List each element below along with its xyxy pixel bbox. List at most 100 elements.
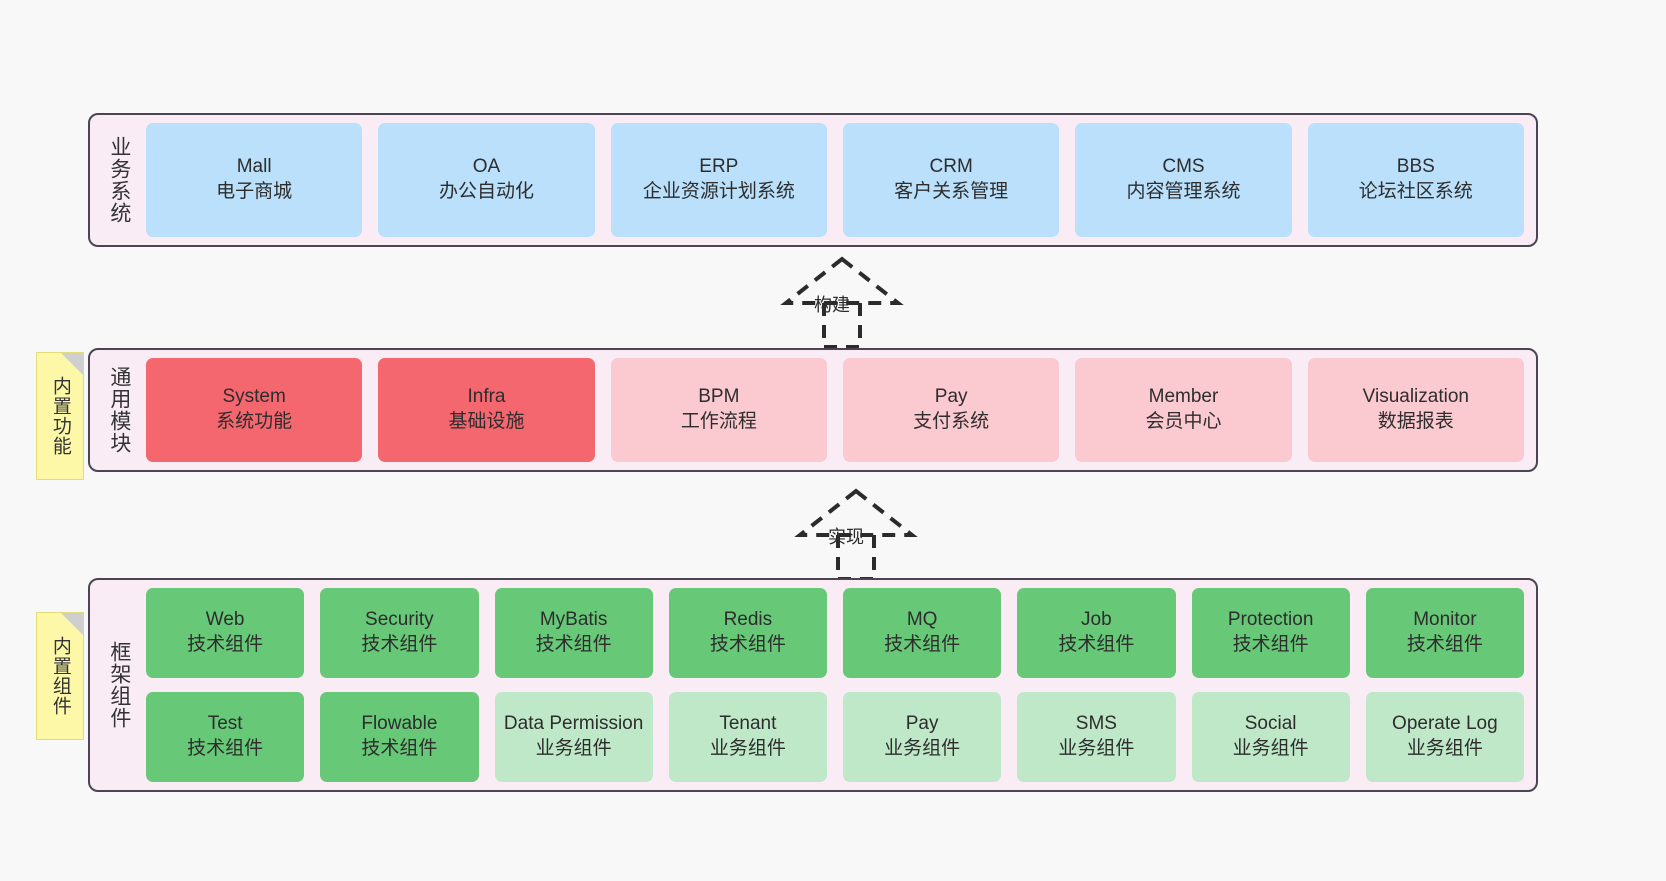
cell-row: Mall 电子商城 OA 办公自动化 ERP 企业资源计划系统 CRM 客户关系…: [146, 123, 1524, 237]
component-subtitle: 技术组件: [535, 634, 612, 655]
component-subtitle: 业务组件: [709, 738, 786, 759]
sticky-note-builtin-components: 内置组件: [36, 612, 84, 740]
component-card-test[interactable]: Test 技术组件: [146, 692, 305, 782]
module-subtitle: 会员中心: [1145, 411, 1222, 432]
module-subtitle: 内容管理系统: [1126, 181, 1241, 202]
layer-common-cells: System 系统功能 Infra 基础设施 BPM 工作流程 Pay 支付系统…: [146, 358, 1524, 462]
generalization-arrow-icon: [780, 256, 904, 349]
layer-title-business: 业务系统: [107, 136, 131, 224]
module-title: BPM: [698, 386, 740, 408]
module-title: Infra: [467, 386, 506, 408]
component-card-pay[interactable]: Pay 业务组件: [843, 692, 1002, 782]
component-title: Test: [207, 713, 243, 735]
module-card-crm[interactable]: CRM 客户关系管理: [842, 123, 1060, 237]
connector-build: 构建: [752, 255, 932, 349]
module-title: ERP: [699, 156, 739, 178]
module-card-pay[interactable]: Pay 支付系统: [842, 358, 1060, 462]
module-title: System: [222, 386, 286, 408]
module-card-member[interactable]: Member 会员中心: [1075, 358, 1292, 462]
component-card-job[interactable]: Job 技术组件: [1017, 588, 1176, 678]
component-card-mq[interactable]: MQ 技术组件: [843, 588, 1002, 678]
module-subtitle: 系统功能: [216, 411, 293, 432]
module-subtitle: 数据报表: [1377, 411, 1454, 432]
sticky-note-label: 内置组件: [49, 636, 71, 716]
component-subtitle: 业务组件: [535, 738, 612, 759]
module-card-bbs[interactable]: BBS 论坛社区系统: [1307, 123, 1524, 237]
component-subtitle: 业务组件: [1232, 738, 1309, 759]
module-title: BBS: [1396, 156, 1435, 178]
module-title: CRM: [929, 156, 973, 178]
component-title: Monitor: [1413, 609, 1477, 631]
component-title: Social: [1244, 713, 1297, 735]
layer-title-common: 通用模块: [107, 366, 131, 454]
component-title: Protection: [1227, 609, 1314, 631]
component-title: Pay: [905, 713, 939, 735]
component-subtitle: 技术组件: [187, 738, 264, 759]
component-subtitle: 业务组件: [1058, 738, 1135, 759]
module-title: Pay: [934, 386, 968, 408]
layer-business-cells: Mall 电子商城 OA 办公自动化 ERP 企业资源计划系统 CRM 客户关系…: [146, 123, 1524, 237]
module-subtitle: 支付系统: [913, 411, 990, 432]
module-card-visualization[interactable]: Visualization 数据报表: [1307, 358, 1524, 462]
component-title: MyBatis: [539, 609, 608, 631]
module-subtitle: 论坛社区系统: [1358, 181, 1473, 202]
module-title: CMS: [1162, 156, 1205, 178]
component-card-sms[interactable]: SMS 业务组件: [1017, 692, 1176, 782]
component-title: Flowable: [361, 713, 438, 735]
component-card-social[interactable]: Social 业务组件: [1191, 692, 1350, 782]
component-title: Redis: [723, 609, 773, 631]
component-card-flowable[interactable]: Flowable 技术组件: [320, 692, 479, 782]
module-card-bpm[interactable]: BPM 工作流程: [610, 358, 827, 462]
module-card-system[interactable]: System 系统功能: [146, 358, 363, 462]
module-card-cms[interactable]: CMS 内容管理系统: [1075, 123, 1292, 237]
module-card-oa[interactable]: OA 办公自动化: [378, 123, 595, 237]
cell-row: System 系统功能 Infra 基础设施 BPM 工作流程 Pay 支付系统…: [146, 358, 1524, 462]
component-card-tenant[interactable]: Tenant 业务组件: [668, 692, 827, 782]
component-title: Security: [365, 609, 434, 631]
layer-common-modules: 通用模块 System 系统功能 Infra 基础设施 BPM 工作流程 Pay…: [88, 348, 1538, 472]
connector-label-build: 构建: [814, 295, 850, 315]
component-card-redis[interactable]: Redis 技术组件: [668, 588, 827, 678]
sticky-note-builtin-features: 内置功能: [36, 352, 84, 480]
component-title: Web: [205, 609, 245, 631]
component-title: Operate Log: [1392, 713, 1498, 735]
component-card-protection[interactable]: Protection 技术组件: [1191, 588, 1350, 678]
component-subtitle: 技术组件: [1058, 634, 1135, 655]
component-title: Job: [1081, 609, 1112, 631]
module-title: Mall: [236, 156, 272, 178]
component-subtitle: 技术组件: [361, 634, 438, 655]
module-subtitle: 企业资源计划系统: [642, 181, 795, 202]
module-title: OA: [472, 156, 501, 178]
module-title: Member: [1148, 386, 1219, 408]
sticky-note-label: 内置功能: [49, 376, 71, 456]
component-subtitle: 业务组件: [884, 738, 961, 759]
layer-business-systems: 业务系统 Mall 电子商城 OA 办公自动化 ERP 企业资源计划系统 CRM…: [88, 113, 1538, 247]
module-subtitle: 电子商城: [216, 181, 293, 202]
connector-label-implement: 实现: [828, 527, 864, 547]
component-subtitle: 技术组件: [187, 634, 264, 655]
component-subtitle: 技术组件: [361, 738, 438, 759]
component-title: Data Permission: [503, 713, 644, 735]
page-fold-icon: [61, 353, 83, 375]
component-subtitle: 技术组件: [884, 634, 961, 655]
module-card-erp[interactable]: ERP 企业资源计划系统: [610, 123, 827, 237]
connector-implement: 实现: [766, 487, 946, 581]
module-subtitle: 工作流程: [680, 411, 757, 432]
component-title: Tenant: [719, 713, 777, 735]
cell-row: Test 技术组件 Flowable 技术组件 Data Permission …: [146, 692, 1524, 782]
module-title: Visualization: [1362, 386, 1469, 408]
module-subtitle: 基础设施: [448, 411, 525, 432]
component-card-web[interactable]: Web 技术组件: [146, 588, 305, 678]
cell-row: Web 技术组件 Security 技术组件 MyBatis 技术组件 Redi…: [146, 588, 1524, 678]
component-card-mybatis[interactable]: MyBatis 技术组件: [494, 588, 653, 678]
component-subtitle: 业务组件: [1406, 738, 1483, 759]
component-card-security[interactable]: Security 技术组件: [320, 588, 479, 678]
module-card-infra[interactable]: Infra 基础设施: [378, 358, 595, 462]
page-fold-icon: [61, 613, 83, 635]
component-title: MQ: [906, 609, 938, 631]
component-card-monitor[interactable]: Monitor 技术组件: [1365, 588, 1524, 678]
component-card-data-permission[interactable]: Data Permission 业务组件: [494, 692, 653, 782]
module-card-mall[interactable]: Mall 电子商城: [146, 123, 363, 237]
component-card-operate-log[interactable]: Operate Log 业务组件: [1365, 692, 1524, 782]
component-subtitle: 技术组件: [1232, 634, 1309, 655]
